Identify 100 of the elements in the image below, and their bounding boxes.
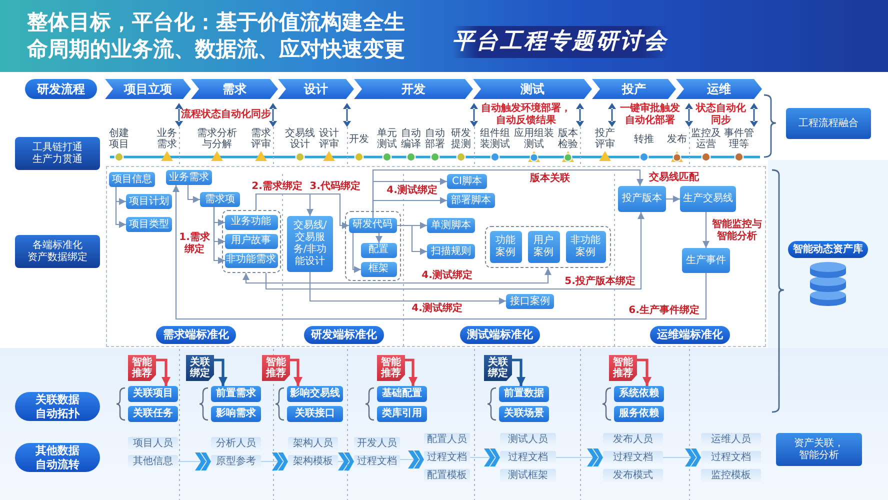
asset-box: CI脚本 [447,174,487,189]
phase-step: 设计 [278,79,354,99]
milestone-label: 自动部署 [424,128,446,150]
connector [397,224,427,255]
edge-label: 1.需求绑定 [178,232,211,256]
asset-box: 需求项 [200,192,240,207]
info-chip: 过程文档 [500,451,556,464]
asset-box: 项目类型 [126,217,172,232]
tag-badge: 智能推荐 [262,355,290,381]
section-pill: 运维端标准化 [650,326,730,344]
annotation: 状态自动化同步 [694,103,747,127]
linked-item: 服务依赖 [614,406,664,422]
arrow [290,358,302,386]
milestone-label: 自动编译 [400,128,422,150]
flow-chevron [400,450,424,468]
connector [172,185,707,320]
info-chip: 配置人员 [424,433,470,446]
milestone-label: 开发 [348,134,370,145]
flow-chevron [470,448,500,466]
connector [372,169,644,218]
asset-box: 非功能需求 [224,252,278,268]
edge-label: 2.需求绑定 [250,181,304,193]
milestone-label: 应用组装测试 [513,128,555,150]
edge-label: 3.代码绑定 [308,181,362,193]
asset-box: 非功能案例 [566,230,606,262]
linked-item: 类库引用 [377,406,427,422]
connector [666,196,680,202]
tag-badge: 智能推荐 [128,355,156,381]
connector [187,185,200,203]
milestone-label: 需求评审 [250,128,272,150]
info-chip: 原型参考 [211,455,261,468]
asset-box: 接口案例 [506,294,554,309]
dashed-group [485,226,611,268]
phase-step: 开发 [354,79,473,99]
library-pill: 智能动态资产库 [788,241,868,258]
info-chip: 配置模板 [424,469,470,482]
edge-label: 6.生产事件绑定 [626,305,702,317]
linked-item: 系统依赖 [614,386,664,402]
flow-chevron [178,452,211,470]
linked-item: 前置数据 [499,386,549,402]
connector [309,272,506,304]
edge-label: 4.测试绑定 [410,303,464,315]
info-chip: 项目人员 [128,437,178,450]
connector [213,207,225,264]
info-chip: 发布模式 [603,469,663,482]
info-chip: 监控模板 [701,469,761,482]
connector [376,233,382,243]
summary-box: 资产关联，智能分析 [776,433,862,466]
milestone-label: 转推 [633,134,655,145]
milestone-label: 版本检验 [557,128,579,150]
edge-label: 4.测试绑定 [420,270,474,282]
row-heading-pill: 研发流程 [25,79,97,99]
linked-item: 关联场景 [499,406,549,422]
connector [702,212,710,248]
connector [115,187,126,228]
asset-box: 框架 [360,262,396,276]
asset-box: 项目计划 [126,194,172,209]
linked-item: 关联项目 [128,386,178,402]
info-chip: 架构模板 [288,455,338,468]
asset-box: 生产交易线 [680,186,736,212]
linked-item: 影响交易线 [287,386,343,402]
connector [242,268,552,284]
phase-step: 运维 [676,79,762,99]
milestone-label: 发布 [666,134,688,145]
flow-chevron [556,448,603,466]
section-pill: 需求端标准化 [156,326,236,344]
phase-step: 需求 [191,79,278,99]
asset-box: 扫描规则 [427,244,475,259]
asset-box: 部署脚本 [447,193,495,208]
asset-box: 配置 [360,242,396,258]
info-chip: 发布人员 [603,433,663,446]
milestone-label: 监控及运营 [690,128,722,150]
dashed-group [222,210,281,273]
asset-box: 业务功能 [224,214,278,230]
milestone-label: 需求分析与分解 [196,128,238,150]
connector [255,193,349,229]
phase-step: 投产 [592,79,676,99]
edge-label: 交易线匹配 [646,172,702,184]
milestone-label: 研发提测 [450,128,472,150]
asset-box: 业务需求 [166,170,212,185]
milestone-label: 业务需求 [156,128,178,150]
asset-box: 项目信息 [109,172,155,187]
asset-box: 用户故事 [224,234,278,248]
annotation: 一键审批触发自动化部署 [619,103,681,127]
row-label-pill: 关联数据自动拓扑 [15,392,100,421]
dashed-group [345,211,401,281]
row-label-box: 工具链打通生产力贯通 [15,137,100,170]
edge-label: 5.投产版本绑定 [562,276,638,288]
phase-step: 项目立项 [105,79,191,99]
linked-item: 前置需求 [211,386,261,402]
row-label-pill: 其他数据自动流转 [15,443,100,472]
asset-box: 单测脚本 [427,218,475,233]
asset-box: 生产事件 [682,248,730,273]
arrow [214,358,228,386]
info-chip: 过程文档 [424,451,470,464]
arrow [512,358,526,386]
arrow [637,358,652,386]
phase-step: 测试 [473,79,592,99]
asset-box: 用户案例 [528,230,560,262]
arrow [405,358,418,386]
